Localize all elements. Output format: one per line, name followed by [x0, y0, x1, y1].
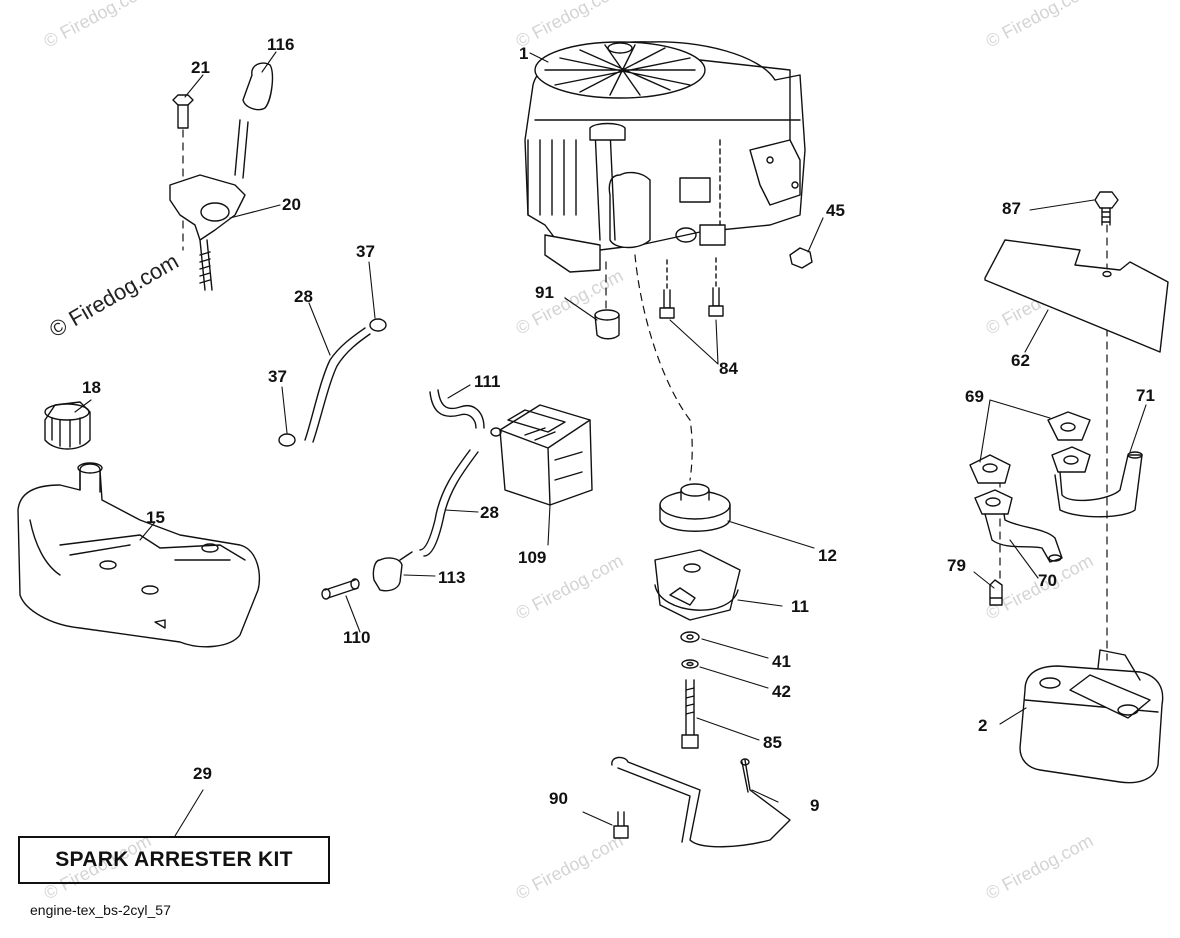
- spark-arrester-kit-box: SPARK ARRESTER KIT: [18, 836, 330, 884]
- callout-37: 37: [268, 367, 287, 386]
- throttle-parts-drawing: [169, 62, 274, 291]
- callout-111: 111: [474, 372, 501, 391]
- muffler-2-drawing: [1019, 649, 1164, 784]
- watermark-text: © Firedog.com: [982, 830, 1096, 903]
- callout-29: 29: [193, 764, 212, 783]
- callout-70: 70: [1038, 571, 1057, 590]
- callout-45: 45: [826, 201, 845, 220]
- callout-84: 84: [719, 359, 738, 378]
- callout-11: 11: [791, 597, 809, 616]
- callout-62: 62: [1011, 351, 1030, 370]
- hose-28-upper-drawing: [278, 318, 387, 447]
- spacer-91-drawing: [594, 309, 620, 340]
- callout-71: 71: [1136, 386, 1155, 405]
- washers-41-42-drawing: [680, 631, 700, 669]
- callout-15: 15: [146, 508, 165, 527]
- callout-1: 1: [519, 44, 528, 63]
- charcoal-canister-109-drawing: [490, 404, 593, 506]
- fuel-cap-18-drawing: [44, 401, 91, 450]
- diagram-code: engine-tex_bs-2cyl_57: [30, 902, 171, 918]
- leader-lines: [74, 51, 1147, 837]
- pulley-12-drawing: [659, 483, 731, 532]
- callout-18: 18: [82, 378, 101, 397]
- callout-42: 42: [772, 682, 791, 701]
- fuel-tank-15-drawing: [17, 462, 261, 648]
- callout-110: 110: [343, 628, 370, 647]
- callout-91: 91: [535, 283, 554, 302]
- bolt-85-drawing: [681, 679, 699, 749]
- callout-41: 41: [772, 652, 791, 671]
- watermark-text: © Firedog.com: [512, 830, 626, 903]
- callout-20: 20: [282, 195, 301, 214]
- callout-2: 2: [978, 716, 987, 735]
- callout-87: 87: [1002, 199, 1021, 218]
- watermark-text-prominent: © Firedog.com: [45, 248, 183, 342]
- nut-45-drawing: [789, 247, 813, 269]
- callout-90: 90: [549, 789, 568, 808]
- callout-28: 28: [480, 503, 499, 522]
- engine-drawing: [524, 41, 806, 273]
- watermark-text: © Firedog.com: [40, 0, 154, 52]
- fuel-line-drawing: [321, 389, 485, 600]
- callout-21: 21: [191, 58, 210, 77]
- spark-arrester-kit-label: SPARK ARRESTER KIT: [55, 848, 293, 871]
- bolt-79-drawing: [989, 579, 1003, 606]
- callout-labels: 1 21 116 20 37 28 37 18 15 111 28 109 11…: [82, 35, 1155, 815]
- watermark-text: © Firedog.com: [512, 265, 626, 338]
- callout-113: 113: [438, 568, 465, 587]
- callout-69: 69: [965, 387, 984, 406]
- bracket-9-drawing: [611, 756, 791, 848]
- callout-12: 12: [818, 546, 837, 565]
- callout-79: 79: [947, 556, 966, 575]
- pto-clutch-11-drawing: [654, 549, 741, 621]
- callout-109: 109: [518, 548, 546, 567]
- callout-9: 9: [810, 796, 819, 815]
- exhaust-pipes-drawing: [969, 411, 1143, 563]
- callout-85: 85: [763, 733, 782, 752]
- watermark-text: © Firedog.com: [982, 0, 1096, 52]
- callout-37: 37: [356, 242, 375, 261]
- bolts-84-drawing: [659, 257, 724, 319]
- heat-shield-62-drawing: [984, 191, 1169, 353]
- callout-28: 28: [294, 287, 313, 306]
- callout-116: 116: [267, 35, 294, 54]
